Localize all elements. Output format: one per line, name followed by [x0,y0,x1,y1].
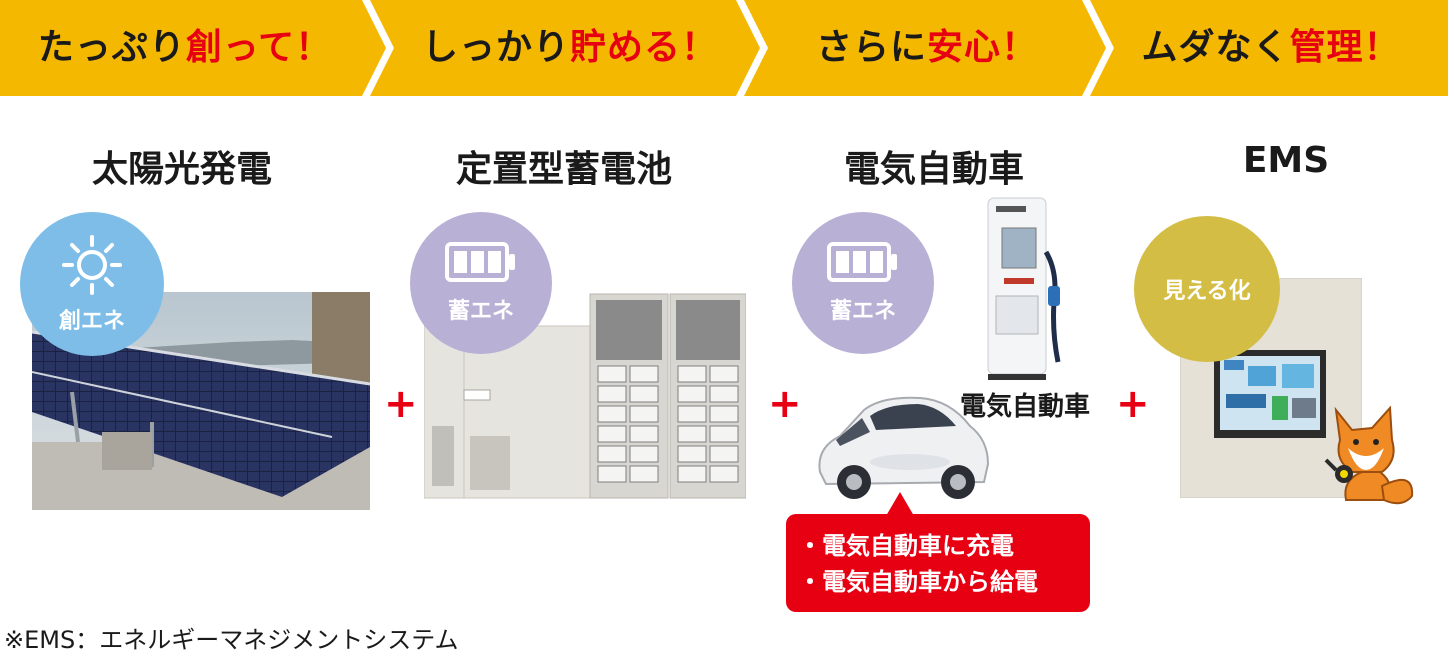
banner-step-create: たっぷり創って！ [20,22,350,74]
battery-icon [827,242,897,282]
ev-feature-callout: ・電気自動車に充電 ・電気自動車から給電 [786,492,1090,612]
badge-store-energy-ev: 蓄エネ [792,212,934,354]
battery-icon [445,242,515,282]
banner-step-text: ムダなく [1141,27,1290,68]
banner-step-text: さらに [815,27,927,68]
badge-label: 蓄エネ [447,299,514,324]
heading-battery: 定置型蓄電池 [455,149,672,190]
banner-step-text: たっぷり [37,27,186,68]
callout-item-charge: ・電気自動車に充電 [798,532,1014,560]
footnote: ※EMS：エネルギーマネジメントシステム [4,626,459,654]
sun-icon [62,235,122,295]
banner-step-text: しっかり [421,27,570,68]
badge-label: 創エネ [58,309,125,334]
badge-create-energy: 創エネ [20,212,164,356]
electric-car-image [818,396,990,499]
ev-charger-image [987,197,1061,380]
heading-ev: 電気自動車 [843,149,1024,190]
banner-step-accent: 貯める！ [570,27,719,68]
badge-label: 見える化 [1163,279,1251,304]
plus-sign: + [1116,381,1150,427]
plus-sign: + [768,381,802,427]
step-banner [0,0,1448,96]
heading-ems: EMS [1242,140,1330,181]
banner-step-accent: 管理！ [1289,27,1401,68]
banner-step-accent: 安心！ [927,27,1039,68]
badge-visualization: 見える化 [1134,216,1280,362]
solar-panel-image [32,292,370,510]
callout-item-supply: ・電気自動車から給電 [798,568,1038,596]
heading-solar: 太陽光発電 [91,149,272,190]
ev-charger-label: 電気自動車 [960,392,1091,422]
badge-label: 蓄エネ [829,299,896,324]
banner-step-manage: ムダなく管理！ [1116,22,1426,74]
battery-cabinet-image [424,293,746,499]
plus-sign: + [384,381,418,427]
fox-mascot-image [1324,405,1414,505]
banner-step-secure: さらに安心！ [772,22,1082,74]
badge-store-energy-battery: 蓄エネ [410,212,552,354]
banner-step-store: しっかり貯める！ [400,22,740,74]
banner-step-accent: 創って！ [185,27,333,68]
